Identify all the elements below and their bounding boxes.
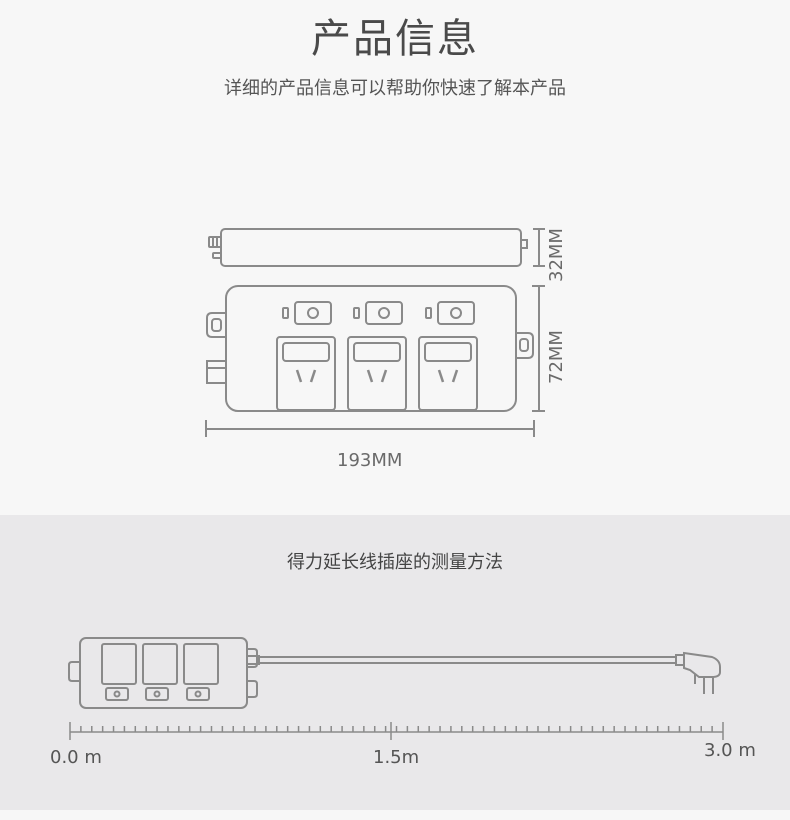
scale-start-label: 0.0 m [50, 747, 102, 768]
page-title: 产品信息 [311, 16, 479, 62]
top-view-illustration [205, 285, 545, 437]
width-dimension-label: 193MM [337, 450, 403, 471]
scale-mid-label: 1.5m [373, 747, 420, 768]
length-ruler [69, 722, 724, 740]
depth-dimension-label: 72MM [546, 330, 567, 384]
scale-end-label: 3.0 m [704, 740, 756, 761]
side-view-illustration [208, 228, 545, 267]
page-subtitle: 详细的产品信息可以帮助你快速了解本产品 [224, 78, 566, 99]
height-dimension-label: 32MM [546, 228, 567, 282]
measurement-title: 得力延长线插座的测量方法 [287, 552, 503, 573]
cable-length-illustration [68, 637, 721, 709]
footer-strip [0, 810, 790, 820]
